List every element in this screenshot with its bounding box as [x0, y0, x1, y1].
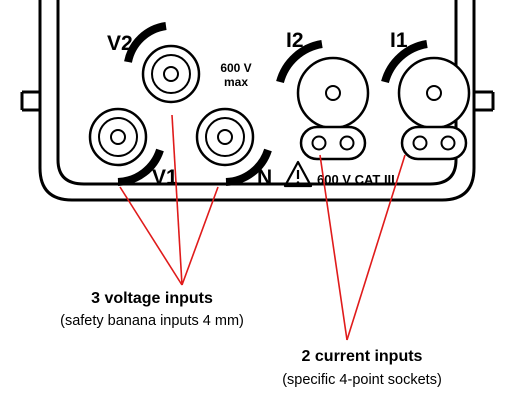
v1-label: V1: [152, 166, 178, 189]
v2-socket: [124, 22, 201, 104]
n-label: N: [257, 166, 272, 189]
category-rating: 600 V CAT III: [317, 172, 395, 187]
i1-socket: [381, 40, 471, 161]
i2-socket: [276, 40, 370, 161]
i1-label: I1: [390, 29, 408, 52]
current-leader-lines: [319, 154, 406, 341]
v2-label: V2: [107, 32, 133, 55]
i2-label: I2: [286, 29, 304, 52]
current-inputs-title: 2 current inputs: [302, 348, 423, 365]
current-inputs-subtitle: (specific 4-point sockets): [282, 372, 442, 388]
voltage-rating-line2: max: [224, 75, 248, 89]
warning-triangle-icon: [283, 160, 313, 188]
v1-socket: [88, 107, 164, 186]
voltage-rating-line1: 600 V: [220, 61, 251, 75]
voltage-inputs-subtitle: (safety banana inputs 4 mm): [60, 313, 244, 329]
voltage-leader-lines: [119, 114, 219, 286]
voltage-inputs-title: 3 voltage inputs: [91, 290, 213, 307]
n-socket: [195, 107, 272, 186]
instrument-housing: [20, 0, 495, 202]
